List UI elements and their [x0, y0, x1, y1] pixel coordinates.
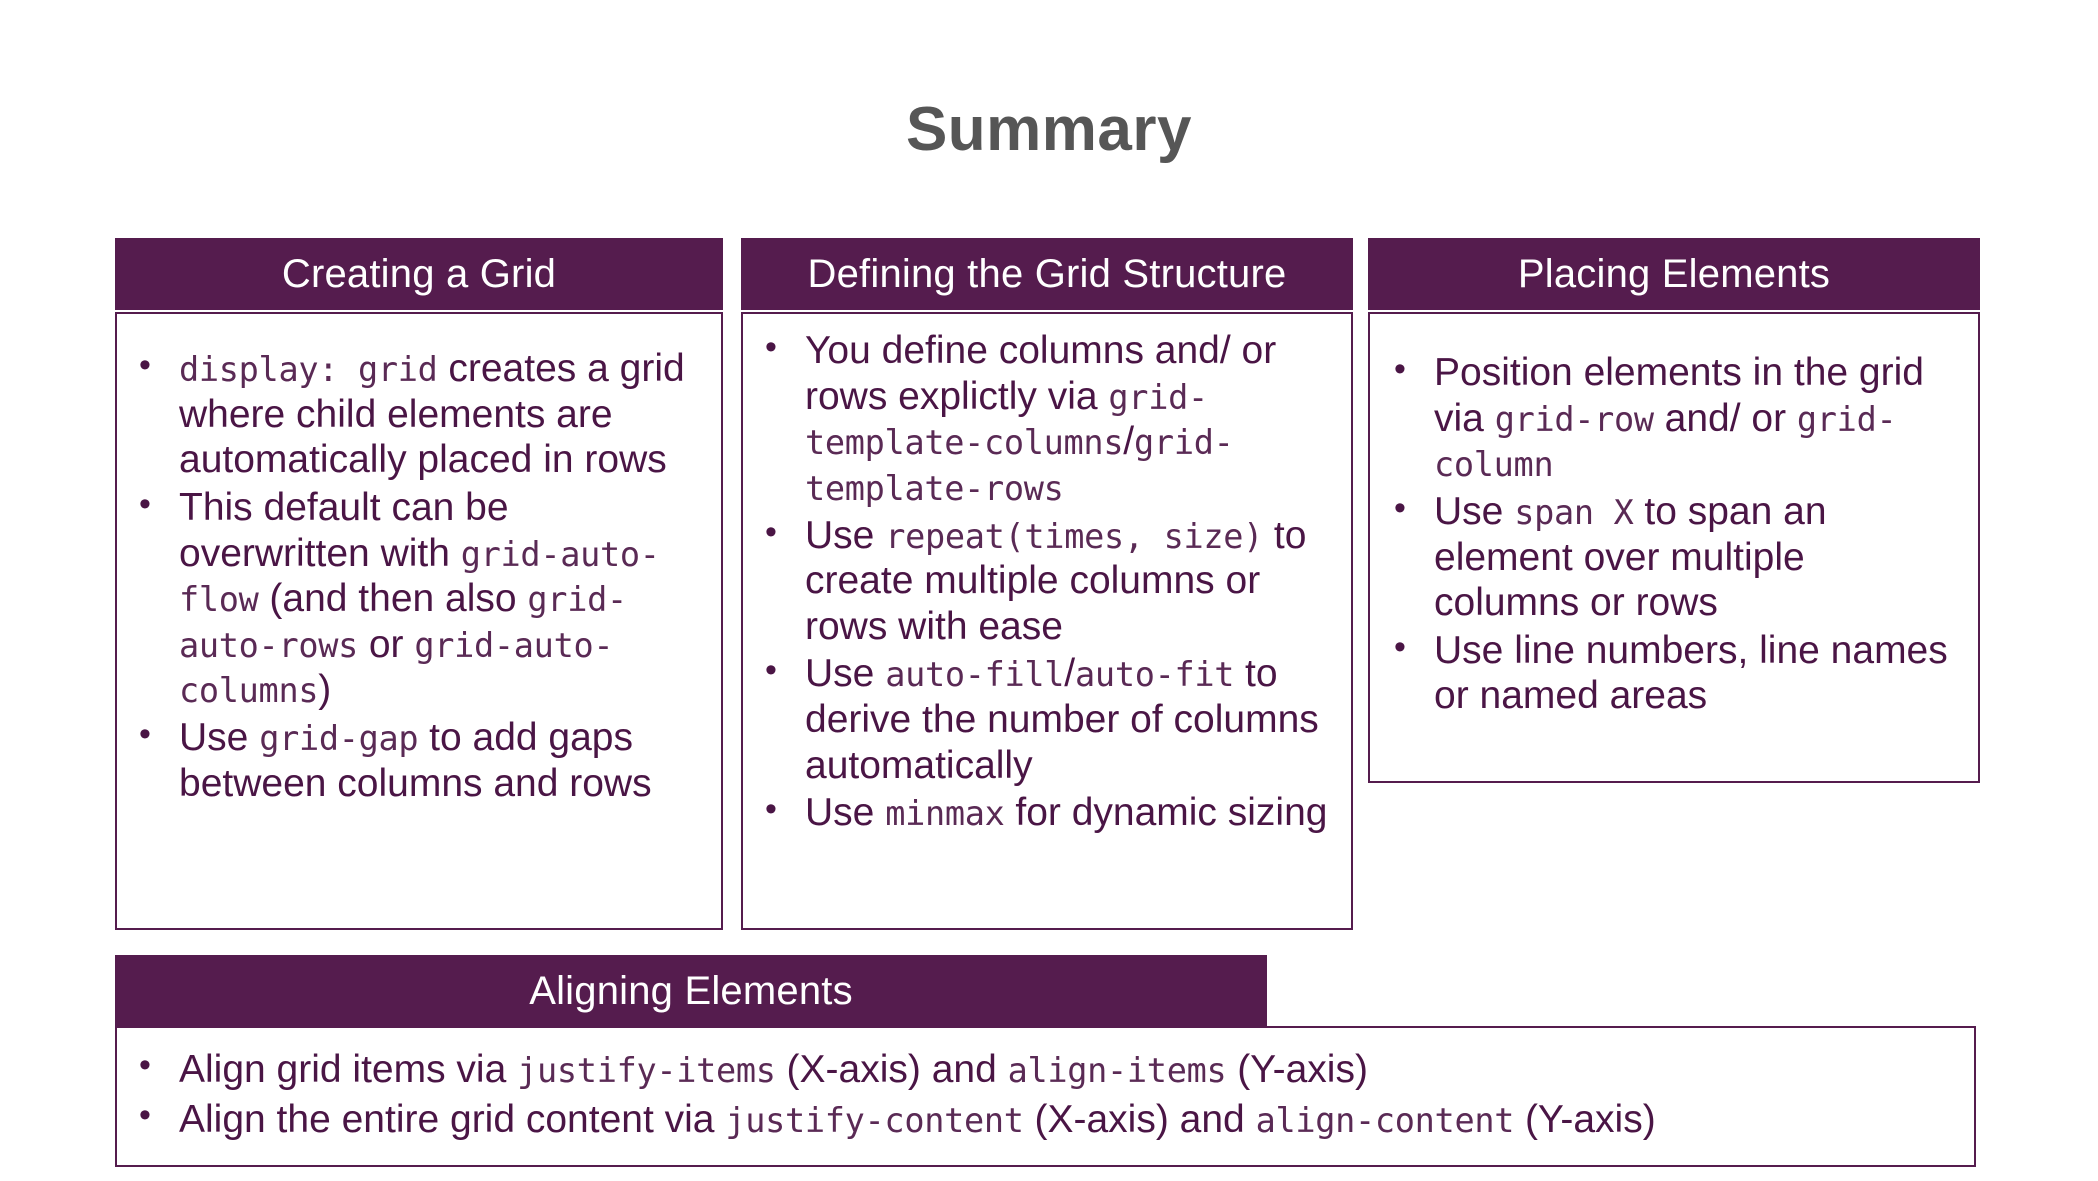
code-token: grid-template-rows [805, 423, 1234, 508]
text-run: creates a grid where child elements are … [179, 347, 685, 482]
bullet-list-creating-a-grid: display: grid creates a grid where child… [131, 344, 695, 806]
text-run: Use [179, 716, 260, 759]
code-token: grid-auto-rows [179, 580, 627, 665]
text-run: You define columns and/ or rows explictl… [805, 329, 1277, 418]
code-token: justify-items [517, 1051, 776, 1090]
code-token: display: grid [179, 350, 438, 389]
code-token: repeat(times, size) [885, 516, 1264, 556]
text-run: Position elements in the grid via [1434, 351, 1924, 440]
text-run: (X-axis) and [1023, 1097, 1256, 1141]
code-token: auto-fit [1075, 655, 1235, 695]
text-run: to span an element over multiple columns… [1434, 489, 1827, 625]
code-token: align-content [1255, 1100, 1515, 1140]
list-item: Use grid-gap to add gaps between columns… [131, 713, 695, 806]
text-run: Use [1434, 489, 1515, 533]
list-item: Use auto-fill/auto-fit to derive the num… [757, 649, 1333, 788]
code-token: grid-auto-flow [179, 534, 660, 620]
panel-body-placing-elements: Position elements in the grid via grid-r… [1368, 312, 1980, 783]
bullet-list-defining-the-grid-structure: You define columns and/ or rows explictl… [757, 326, 1333, 836]
code-token: grid-gap [259, 719, 419, 758]
code-token: auto-fill [885, 655, 1065, 695]
panel-header-placing-elements: Placing Elements [1368, 238, 1980, 310]
text-run: / [1123, 420, 1135, 464]
bullet-list-aligning-elements: Align grid items via justify-items (X-ax… [131, 1044, 1958, 1144]
list-item: display: grid creates a grid where child… [131, 344, 695, 483]
panel-body-aligning-elements: Align grid items via justify-items (X-ax… [115, 1026, 1976, 1167]
list-item: Use minmax for dynamic sizing [757, 788, 1333, 836]
list-item: Position elements in the grid via grid-r… [1386, 348, 1960, 487]
list-item: Use repeat(times, size) to create multip… [757, 511, 1333, 650]
text-run: Align grid items via [179, 1048, 518, 1091]
page-title: Summary [905, 95, 1193, 164]
text-run: and/ or [1653, 396, 1797, 440]
list-item: Align the entire grid content via justif… [131, 1094, 1958, 1144]
code-token: span X [1514, 492, 1634, 532]
code-token: grid-row [1494, 399, 1654, 439]
text-run: for dynamic sizing [1004, 791, 1328, 835]
bullet-list-placing-elements: Position elements in the grid via grid-r… [1386, 348, 1960, 719]
text-run: or [358, 622, 415, 666]
panel-header-aligning-elements: Aligning Elements [115, 955, 1267, 1027]
text-run: (X-axis) and [775, 1048, 1008, 1091]
text-run: (Y-axis) [1226, 1048, 1368, 1091]
text-run: This default can be overwritten with [179, 485, 509, 575]
code-token: grid-column [1434, 399, 1897, 485]
text-run: Use [805, 513, 886, 557]
text-run: to derive the number of columns automati… [805, 652, 1319, 787]
code-token: grid-auto-columns [179, 625, 614, 711]
text-run: (Y-axis) [1514, 1097, 1656, 1141]
list-item: Use span X to span an element over multi… [1386, 487, 1960, 626]
panel-header-defining-the-grid-structure: Defining the Grid Structure [741, 238, 1353, 310]
text-run: Align the entire grid content via [179, 1097, 726, 1141]
code-token: justify-content [725, 1100, 1024, 1140]
text-run: to add gaps between columns and rows [179, 716, 652, 805]
text-run: to create multiple columns or rows with … [805, 513, 1307, 648]
code-token: grid-template-columns [805, 377, 1208, 463]
text-run: Use line numbers, line names or named ar… [1434, 628, 1948, 718]
text-run: (and then also [258, 577, 528, 621]
text-run: ) [318, 668, 332, 712]
panel-body-creating-a-grid: display: grid creates a grid where child… [115, 312, 723, 930]
text-run: / [1064, 652, 1076, 696]
text-run: Use [805, 791, 886, 835]
list-item: Align grid items via justify-items (X-ax… [131, 1044, 1958, 1094]
panel-header-creating-a-grid: Creating a Grid [115, 238, 723, 310]
panel-body-defining-the-grid-structure: You define columns and/ or rows explictl… [741, 312, 1353, 930]
text-run: Use [805, 652, 886, 696]
list-item: Use line numbers, line names or named ar… [1386, 626, 1960, 719]
code-token: minmax [885, 794, 1005, 834]
list-item: You define columns and/ or rows explictl… [757, 326, 1333, 511]
code-token: align-items [1007, 1051, 1227, 1090]
list-item: This default can be overwritten with gri… [131, 483, 695, 713]
